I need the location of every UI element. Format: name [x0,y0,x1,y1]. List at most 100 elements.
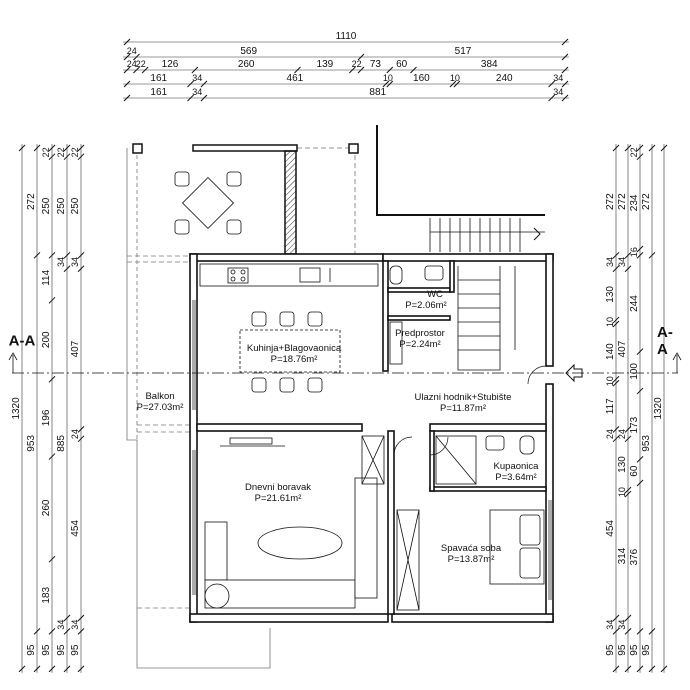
dimension-tick [33,628,41,635]
dimension-tick [123,53,131,61]
dimension-value: 139 [317,59,334,70]
dimension-tick [636,348,644,355]
dimension-value: 34 [553,87,563,97]
dimension-value: 34 [56,620,66,630]
dimension-tick [123,38,131,46]
dimension-value: 160 [413,73,430,84]
dimension-tick [561,38,569,46]
dimension-tick [636,245,644,253]
dimension-value: 95 [641,644,652,656]
dimension-value: 234 [629,194,640,211]
dimension-value: 1320 [11,397,22,420]
dimension-tick [48,153,56,161]
dimension-value: 881 [369,87,386,98]
dimension-value: 250 [56,197,67,214]
dimension-value: 272 [617,193,628,210]
kitchen-counter [199,263,379,287]
dimension-tick [33,251,41,259]
walls [189,253,554,623]
dimension-tick [48,251,56,259]
dimension-tick [123,80,131,88]
dimension-tick [648,144,656,152]
dimension-tick [18,144,26,152]
dimension-tick [187,80,194,88]
dimension-value: 461 [287,73,304,84]
dimension-value: 34 [553,73,563,83]
column [348,143,359,154]
outdoor-stair [376,125,545,252]
dimension-tick [191,66,199,74]
dimension-tick [200,80,208,88]
dimension-value: 95 [56,644,67,656]
dimension-value: 95 [41,644,52,656]
dimension-tick [449,80,457,88]
dimension-value: 260 [238,59,255,70]
room-area: P=2.06m² [405,300,447,311]
dimension-value: 34 [617,620,627,630]
dimension-tick [453,80,461,88]
dimension-tick [77,425,85,433]
dimension-tick [612,379,620,387]
bedroom-furniture [396,509,545,611]
dimension-tick [63,265,71,273]
dimension-value: 407 [70,340,81,357]
dimension-value: 569 [240,46,257,57]
dimension-tick [63,251,71,259]
dimension-tick [33,665,41,673]
dimension-value: 22 [136,59,146,69]
dimension-value: 314 [617,547,628,564]
dimension-tick [77,153,85,161]
dimension-tick [200,94,208,102]
dimension-value: 272 [26,193,37,210]
dimension-value: 384 [481,59,498,70]
dimension-value: 130 [605,286,616,303]
dimension-tick [386,66,394,74]
terrace-wall [192,144,298,152]
dimension-tick [624,490,632,498]
dimension-tick [77,628,85,635]
dimension-tick [561,53,569,61]
dimension-tick [63,665,71,673]
sanitary-fixtures [389,265,535,485]
dimension-tick [612,251,620,259]
room-name: Dnevni boravak [244,482,312,493]
dimension-value: 260 [41,499,52,516]
dimension-value: 953 [641,435,652,452]
dimension-tick [133,66,140,74]
dimension-value: 272 [641,193,652,210]
section-label-left: A-A [8,332,36,350]
dimension-value: 34 [617,257,627,267]
dimension-value: 22 [70,147,80,157]
dimension-tick [187,94,194,102]
room-name: WC [427,289,443,300]
dimension-value: 24 [617,429,627,439]
dimension-tick [77,144,85,152]
dimension-tick [624,265,632,273]
inner-stair [457,266,516,371]
room-area: P=13.87m² [447,554,495,565]
dimension-value: 34 [192,87,202,97]
dimension-tick [624,628,632,635]
dimension-value: 1320 [653,397,664,420]
dimension-tick [63,144,71,152]
dimension-value: 34 [605,257,615,267]
dimension-value: 24 [127,46,137,56]
dimension-value: 117 [605,398,616,414]
dimension-value: 517 [455,46,472,57]
dimension-tick [48,144,56,152]
dimension-tick [561,94,569,102]
living-furniture [204,435,385,609]
terrace-table [174,171,242,235]
dimension-value: 10 [450,73,460,83]
room-name: Predprostor [395,328,445,339]
dimension-value: 161 [150,87,167,98]
dimension-value: 95 [629,644,640,656]
dimension-tick [33,144,41,152]
dimension-tick [548,80,555,88]
dimension-tick [357,66,365,74]
dimension-value: 22 [41,147,51,157]
